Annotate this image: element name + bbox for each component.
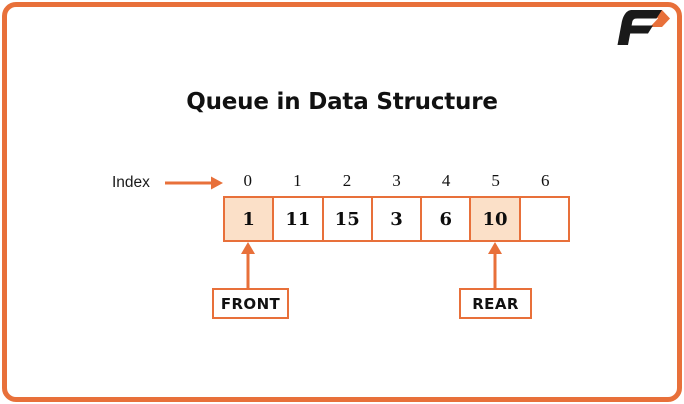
front-pointer-arrow-icon [237,242,259,290]
index-number: 1 [293,171,302,190]
queue-cell: 3 [371,196,422,242]
favtutor-f-logo [604,6,676,48]
logo-letter-f-icon [617,10,662,45]
index-number-row: 0 1 2 3 4 5 6 [223,168,570,194]
rear-pointer-label: REAR [459,288,532,319]
index-number: 4 [441,171,451,190]
index-arrow-icon [165,173,225,193]
queue-array: 1 11 15 3 6 10 [223,196,570,242]
index-number: 3 [392,171,401,190]
page-title: Queue in Data Structure [186,89,498,115]
queue-cell: 1 [223,196,274,242]
queue-cell: 15 [322,196,372,242]
rear-pointer-arrow-icon [484,242,506,290]
queue-cell: 11 [273,196,323,242]
index-number: 6 [541,171,550,190]
queue-cell [519,196,570,242]
index-number: 0 [243,171,253,190]
index-number: 5 [491,171,500,190]
queue-cell: 6 [421,196,471,242]
front-pointer-label: FRONT [212,288,289,319]
index-label: Index [112,174,150,191]
queue-cell: 10 [470,196,520,242]
index-number: 2 [342,171,352,190]
